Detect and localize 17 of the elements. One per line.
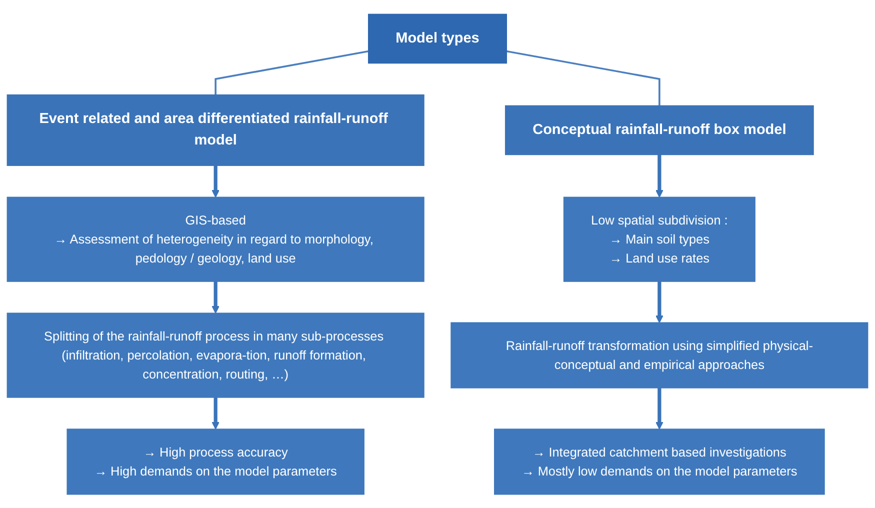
node-box: Conceptual rainfall-runoff box model xyxy=(504,105,814,155)
arrow xyxy=(212,165,220,198)
arrow xyxy=(655,154,664,198)
node-box: → Integrated catchment based investigations → Mostly low demands on the model parameters xyxy=(494,428,825,494)
arrow xyxy=(212,281,220,314)
node-box: Splitting of the rainfall-runoff process in many sub-processes (infiltration, percolation, evapora-tion, runoff formation, concentration, routing, …) xyxy=(6,312,424,398)
node-box: GIS-based → Assessment of heterogeneity in regard to morphology, pedology / geology, land use xyxy=(6,196,424,282)
connector xyxy=(506,50,660,106)
node-box: Low spatial subdivision : → Main soil types → Land use rates xyxy=(563,196,756,282)
arrow xyxy=(655,281,664,323)
node-box: Event related and area differentiated rainfall-runoff model xyxy=(6,94,424,166)
connector xyxy=(214,50,369,95)
node-box: Rainfall-runoff transformation using simplified physical-conceptual and empirical approaches xyxy=(450,322,868,388)
arrow xyxy=(212,397,220,430)
node-box: → High process accuracy → High demands on the model parameters xyxy=(66,428,364,494)
node-box: Model types xyxy=(368,14,507,64)
arrow xyxy=(655,388,664,430)
